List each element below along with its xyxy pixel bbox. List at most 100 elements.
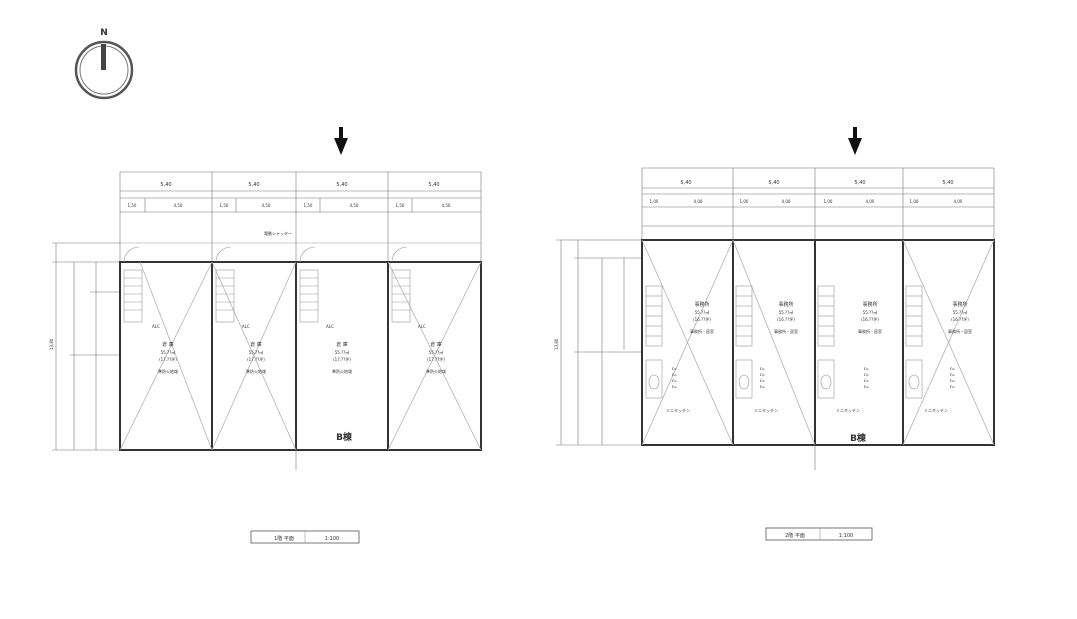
svg-text:(16.??坪): (16.??坪): [861, 316, 879, 322]
svg-text:倉 庫: 倉 庫: [162, 341, 174, 348]
svg-text:事務所・居室: 事務所・居室: [774, 328, 798, 334]
svg-text:事務所: 事務所: [694, 301, 709, 308]
svg-text:事務所: 事務所: [862, 301, 877, 308]
north-compass: N: [74, 28, 134, 100]
room-label: 事務所 55.??㎡ (16.??坪) 事務所・居室 ℓ= ℓ= ℓ= ℓ= ミ…: [754, 301, 798, 413]
svg-text:ℓ=: ℓ=: [863, 372, 869, 377]
svg-text:ℓ=: ℓ=: [671, 372, 677, 377]
unit-width-label: 5,40: [160, 182, 171, 188]
void-diagonals: [119, 261, 482, 451]
svg-text:55.??㎡: 55.??㎡: [779, 309, 794, 315]
sub-dim-label: 1,50: [220, 203, 229, 208]
stair-icon: [391, 246, 411, 323]
svg-text:ミニキッチン: ミニキッチン: [924, 408, 948, 413]
svg-text:事務所: 事務所: [952, 301, 967, 308]
plan-title: 2階 平面: [785, 532, 805, 539]
sub-dim-label: 1,50: [396, 203, 405, 208]
sub-dim-label: 4,50: [262, 203, 271, 208]
sub-dim-label: 1,00: [650, 199, 659, 204]
sub-dim-label: 4,50: [442, 203, 451, 208]
sub-dim-label: 4,50: [350, 203, 359, 208]
stair-icon: [905, 285, 923, 347]
svg-text:(16.??坪): (16.??坪): [777, 316, 795, 322]
unit-width-label: 5,40: [854, 180, 865, 186]
room-label: 事務所 55.??㎡ (16.??坪) 事務所・居室 ℓ= ℓ= ℓ= ℓ= ミ…: [924, 301, 972, 413]
ground-floor-plan: 5,40 5,40 5,40 5,40 1,50 4,50 1,50 4,50 …: [49, 127, 482, 544]
plan-title-box: [765, 527, 873, 541]
sub-dim-label: 1,00: [740, 199, 749, 204]
dimension-lines: [52, 171, 482, 470]
unit-width-label: 5,40: [768, 180, 779, 186]
svg-text:ℓ=: ℓ=: [949, 372, 955, 377]
svg-text:(17.??坪): (17.??坪): [427, 356, 445, 362]
svg-text:ℓ=: ℓ=: [863, 378, 869, 383]
block-label: B棟: [336, 431, 353, 443]
room-label: 倉 庫 55.??㎡ (17.??坪) 準防火地域: [246, 341, 266, 374]
unit-width-label: 5,40: [942, 180, 953, 186]
svg-text:ℓ=: ℓ=: [759, 384, 765, 389]
svg-text:ℓ=: ℓ=: [671, 366, 677, 371]
svg-text:準防火地域: 準防火地域: [246, 368, 266, 374]
svg-text:ℓ=: ℓ=: [863, 384, 869, 389]
svg-text:ℓ=: ℓ=: [949, 378, 955, 383]
sub-dim-label: 4,00: [782, 199, 791, 204]
svg-text:ℓ=: ℓ=: [671, 384, 677, 389]
svg-text:ℓ=: ℓ=: [671, 378, 677, 383]
unit-width-label: 5,40: [428, 182, 439, 188]
stair-icon: [645, 285, 663, 347]
svg-text:事務所・居室: 事務所・居室: [948, 328, 972, 334]
stair-icon: [735, 285, 753, 347]
alc-label: ALC: [242, 324, 250, 329]
svg-text:準防火地域: 準防火地域: [332, 368, 352, 374]
svg-text:倉 庫: 倉 庫: [336, 341, 348, 348]
stair-icon: [215, 246, 235, 323]
svg-text:55.??㎡: 55.??㎡: [953, 309, 968, 315]
room-label: 事務所 55.??㎡ (16.??坪) 事務所・居室 ℓ= ℓ= ℓ= ℓ= ミ…: [836, 301, 882, 413]
svg-text:55.??㎡: 55.??㎡: [863, 309, 878, 315]
svg-text:(16.??坪): (16.??坪): [951, 316, 969, 322]
unit-width-label: 5,40: [336, 182, 347, 188]
svg-text:ミニキッチン: ミニキッチン: [836, 408, 860, 413]
svg-text:事務所: 事務所: [778, 301, 793, 308]
room-label: 倉 庫 55.??㎡ (17.??坪) 準防火地域: [426, 341, 446, 374]
svg-text:ℓ=: ℓ=: [759, 366, 765, 371]
plan-scale: 1:100: [839, 533, 853, 539]
svg-text:55.??㎡: 55.??㎡: [695, 309, 710, 315]
stair-icon: [123, 246, 143, 323]
dimension-lines: [556, 167, 995, 470]
svg-text:ℓ=: ℓ=: [759, 372, 765, 377]
upper-outer-wall: [641, 239, 995, 446]
svg-text:準防火地域: 準防火地域: [158, 368, 178, 374]
depth-total-label: 13,80: [49, 338, 54, 350]
toilet-icon: [645, 359, 923, 399]
sub-dim-label: 4,00: [694, 199, 703, 204]
svg-text:55.??㎡: 55.??㎡: [161, 349, 176, 355]
svg-text:事務所・居室: 事務所・居室: [858, 328, 882, 334]
void-diagonals: [641, 239, 995, 446]
stair-icon: [299, 246, 319, 323]
svg-text:55.??㎡: 55.??㎡: [335, 349, 350, 355]
sub-dim-label: 4,00: [866, 199, 875, 204]
svg-text:ℓ=: ℓ=: [949, 384, 955, 389]
plan-title: 1階 平面: [274, 535, 294, 542]
sub-dim-label: 1,50: [128, 203, 137, 208]
room-label: 事務所 55.??㎡ (16.??坪) 事務所・居室 ℓ= ℓ= ℓ= ℓ= ミ…: [666, 301, 714, 413]
svg-text:55.??㎡: 55.??㎡: [429, 349, 444, 355]
north-arrow-icon: [101, 44, 106, 70]
svg-text:倉 庫: 倉 庫: [430, 341, 442, 348]
alc-label: ALC: [152, 324, 160, 329]
svg-text:事務所・居室: 事務所・居室: [690, 328, 714, 334]
svg-text:ℓ=: ℓ=: [949, 366, 955, 371]
entrance-arrow-icon: [334, 127, 348, 155]
svg-text:(17.??坪): (17.??坪): [333, 356, 351, 362]
shutter-note: 電動シャッター: [264, 230, 292, 236]
svg-text:(17.??坪): (17.??坪): [159, 356, 177, 362]
stair-icon: [817, 285, 835, 347]
north-label: N: [100, 28, 108, 38]
sub-dim-label: 1,00: [824, 199, 833, 204]
ground-outer-wall: [119, 261, 482, 451]
block-label: B棟: [850, 432, 867, 444]
svg-text:ℓ=: ℓ=: [759, 378, 765, 383]
svg-text:ミニキッチン: ミニキッチン: [754, 408, 778, 413]
